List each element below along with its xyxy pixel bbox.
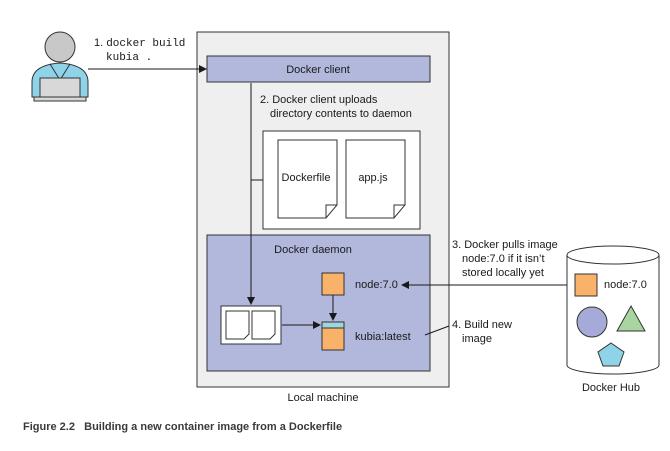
step2-annotation: 2. Docker client uploads directory conte… [260, 94, 412, 120]
daemon-file-2 [251, 310, 276, 340]
step4-line2: image [462, 333, 492, 345]
triangle-image-icon [616, 304, 646, 332]
step2-line2: directory contents to daemon [270, 108, 412, 120]
figure-caption: Figure 2.2 Building a new container imag… [23, 421, 342, 433]
dockerfile-label: Dockerfile [282, 172, 331, 184]
daemon-file-1 [225, 310, 250, 340]
dockerfile-file: Dockerfile [277, 139, 338, 219]
node-image-hub-label: node:7.0 [604, 279, 647, 291]
step4-line1: 4. Build new [452, 319, 512, 331]
step1-command-args: kubia . [106, 52, 152, 64]
circle-image-icon [576, 306, 608, 338]
svg-text:1.docker build: 1.docker build [94, 37, 185, 50]
docker-client-label: Docker client [286, 64, 350, 76]
docker-daemon-label: Docker daemon [274, 244, 352, 256]
node-image-local-label: node:7.0 [355, 279, 398, 291]
node-image-local: node:7.0 [321, 272, 398, 296]
upload-files-group: Dockerfile app.js [262, 130, 421, 230]
node-image-hub: node:7.0 [574, 273, 647, 297]
pentagon-image-icon [597, 342, 625, 367]
appjs-file: app.js [345, 139, 406, 219]
docker-hub: node:7.0 [566, 245, 660, 375]
developer-icon [31, 31, 89, 102]
step4-leader-line [424, 325, 450, 336]
step3-line3: stored locally yet [462, 267, 544, 279]
local-machine-label: Local machine [288, 392, 359, 404]
step2-line1: 2. Docker client uploads [260, 94, 378, 106]
step4-annotation: 4. Build new image [452, 319, 512, 345]
daemon-files-group [220, 305, 282, 345]
step1-annotation: 1.docker build kubia . [94, 37, 185, 64]
step1-command: docker build [106, 38, 185, 50]
step3-line1: 3. Docker pulls image [452, 239, 558, 251]
docker-client: Docker client [206, 55, 431, 83]
docker-daemon: Docker daemon [206, 234, 431, 372]
docker-hub-label: Docker Hub [582, 382, 640, 394]
step3-line2: node:7.0 if it isn’t [462, 253, 545, 265]
step3-annotation: 3. Docker pulls image node:7.0 if it isn… [452, 239, 558, 279]
step1-number: 1. [94, 37, 103, 49]
appjs-label: app.js [358, 172, 388, 184]
kubia-image: kubia:latest [321, 321, 411, 351]
kubia-image-label: kubia:latest [355, 331, 411, 343]
